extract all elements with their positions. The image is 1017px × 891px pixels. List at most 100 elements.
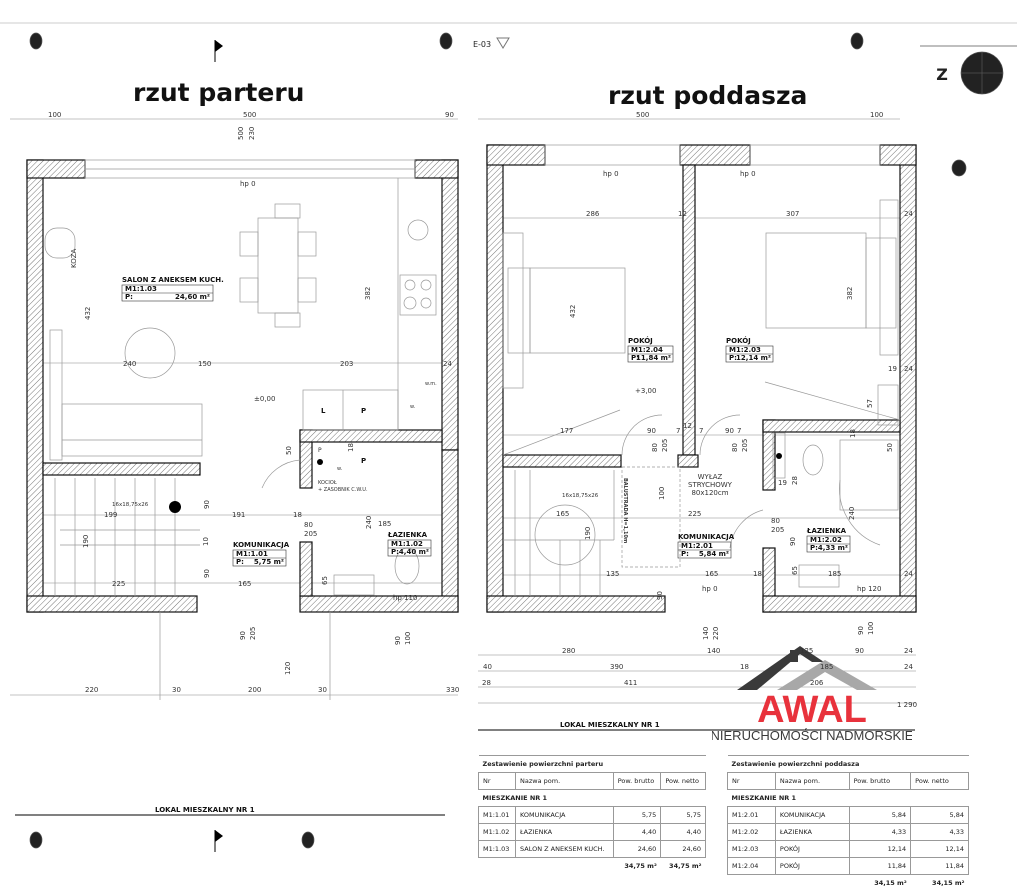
- col-header: Pow. brutto: [613, 773, 661, 790]
- dimension-label: 150: [198, 360, 211, 368]
- dimension-label: 500: [237, 127, 245, 140]
- svg-text:11,84 m²: 11,84 m²: [636, 354, 671, 362]
- wylaz-label-3: 80x120cm: [691, 489, 728, 497]
- boiler-icon: [317, 459, 323, 465]
- col-header: Nazwa pom.: [516, 773, 614, 790]
- logo-roof-icon: AWAL NIERUCHOMOŚCI NADMORSKIE: [712, 640, 912, 745]
- dimension-label: 90: [239, 631, 247, 640]
- dimension-label: 205: [304, 530, 317, 538]
- dimension-label: 191: [232, 511, 245, 519]
- svg-text:M1:2.03: M1:2.03: [729, 346, 761, 354]
- dimension-label: 90: [203, 500, 211, 509]
- dimension-label: 18: [347, 443, 355, 452]
- dimension-label: 432: [84, 307, 92, 320]
- hp-bath-attic: hp 120: [857, 585, 881, 593]
- dimension-label: 185: [378, 520, 391, 528]
- elevation-marker: E-03: [473, 40, 491, 49]
- dimension-label: 30: [318, 686, 327, 694]
- level-ground: ±0,00: [254, 395, 275, 403]
- dimension-label: 10: [202, 537, 210, 546]
- table-group: MIESZKANIE NR 1: [728, 790, 969, 807]
- svg-text:P:: P:: [236, 558, 244, 566]
- dimension-label: 382: [364, 287, 372, 300]
- dimension-label: 90: [445, 111, 454, 119]
- dimension-label: 230: [248, 127, 256, 140]
- logo-tagline: NIERUCHOMOŚCI NADMORSKIE: [712, 728, 912, 743]
- svg-text:P:: P:: [681, 550, 689, 558]
- dimension-label: 500: [243, 111, 256, 119]
- dimension-label: 165: [238, 580, 251, 588]
- dimension-label: 220: [85, 686, 98, 694]
- svg-text:POKÓJ: POKÓJ: [726, 336, 751, 345]
- dimension-label: 199: [104, 511, 117, 519]
- axis-1-bottom: 1: [33, 836, 38, 845]
- level-attic: +3,00: [635, 387, 656, 395]
- table-group: MIESZKANIE NR 1: [479, 790, 706, 807]
- p-box-label: P: [318, 447, 322, 454]
- dimension-label: 120: [284, 662, 292, 675]
- svg-text:4,33 m²: 4,33 m²: [818, 544, 848, 552]
- dimension-label: 100: [48, 111, 61, 119]
- ground-floor-windows-furniture: [45, 160, 436, 700]
- dimension-label: 205: [249, 627, 257, 640]
- room-label-lazienka-ground: ŁAZIENKA M1:1.02 P: 4,40 m²: [387, 531, 431, 556]
- svg-text:P:: P:: [125, 293, 133, 301]
- col-header: Nr: [728, 773, 776, 790]
- svg-text:M1:2.04: M1:2.04: [631, 346, 663, 354]
- svg-text:M1:2.02: M1:2.02: [810, 536, 842, 544]
- svg-text:12,14 m²: 12,14 m²: [736, 354, 771, 362]
- room-label-komunikacja-attic: KOMUNIKACJA M1:2.01 P: 5,84 m²: [678, 533, 735, 558]
- balustrada-label: BALUSTRADA H=1,10m: [622, 478, 628, 543]
- svg-text:M1:2.01: M1:2.01: [681, 542, 713, 550]
- dimension-label: 30: [172, 686, 181, 694]
- hp-attic-2: hp 0: [740, 170, 756, 178]
- svg-text:SALON Z ANEKSEM KUCH.: SALON Z ANEKSEM KUCH.: [122, 276, 224, 284]
- axis-2: 2: [305, 836, 310, 845]
- section-marker-top: [215, 40, 223, 62]
- dimension-label: 330: [446, 686, 459, 694]
- p-label-2: P: [361, 457, 366, 465]
- dimension-label: 225: [112, 580, 125, 588]
- svg-text:POKÓJ: POKÓJ: [628, 336, 653, 345]
- dimension-label: 203: [340, 360, 353, 368]
- dimension-label: 190: [82, 535, 90, 548]
- lokal-label-attic: LOKAL MIESZKALNY NR 1: [560, 721, 660, 729]
- hp-attic-1: hp 0: [603, 170, 619, 178]
- lokal-label-ground: LOKAL MIESZKALNY NR 1: [155, 806, 255, 814]
- attic-title: rzut poddasza: [608, 81, 807, 110]
- svg-text:KOMUNIKACJA: KOMUNIKACJA: [678, 533, 735, 541]
- svg-text:4,40 m²: 4,40 m²: [399, 548, 429, 556]
- svg-text:M1:1.02: M1:1.02: [391, 540, 423, 548]
- dimension-label: 65: [321, 576, 329, 585]
- room-label-komunikacja-ground: KOMUNIKACJA M1:1.01 P: 5,75 m²: [233, 541, 290, 566]
- axis-A: A: [956, 164, 962, 173]
- stairs-label-attic: 16x18,75x26: [562, 493, 599, 499]
- dimension-label: 240: [365, 516, 373, 529]
- svg-text:M1:1.03: M1:1.03: [125, 285, 157, 293]
- svg-text:M1:1.01: M1:1.01: [236, 550, 268, 558]
- dimension-label: 200: [248, 686, 261, 694]
- svg-text:KOMUNIKACJA: KOMUNIKACJA: [233, 541, 290, 549]
- dimension-label: 18: [293, 511, 302, 519]
- dimension-label: 80: [304, 521, 313, 529]
- svg-text:ŁAZIENKA: ŁAZIENKA: [806, 527, 847, 535]
- dimension-label: 24: [443, 360, 452, 368]
- col-header: Pow. brutto: [849, 773, 911, 790]
- col-header: Pow. netto: [661, 773, 706, 790]
- section-marker-bottom: [215, 830, 223, 852]
- wm-label: w.m.: [425, 381, 437, 387]
- dimension-label: 100: [404, 632, 412, 645]
- axis-5: 5: [854, 37, 859, 46]
- svg-text:P:: P:: [810, 544, 818, 552]
- awal-logo: AWAL NIERUCHOMOŚCI NADMORSKIE: [712, 640, 912, 745]
- svg-text:5,75 m²: 5,75 m²: [254, 558, 284, 566]
